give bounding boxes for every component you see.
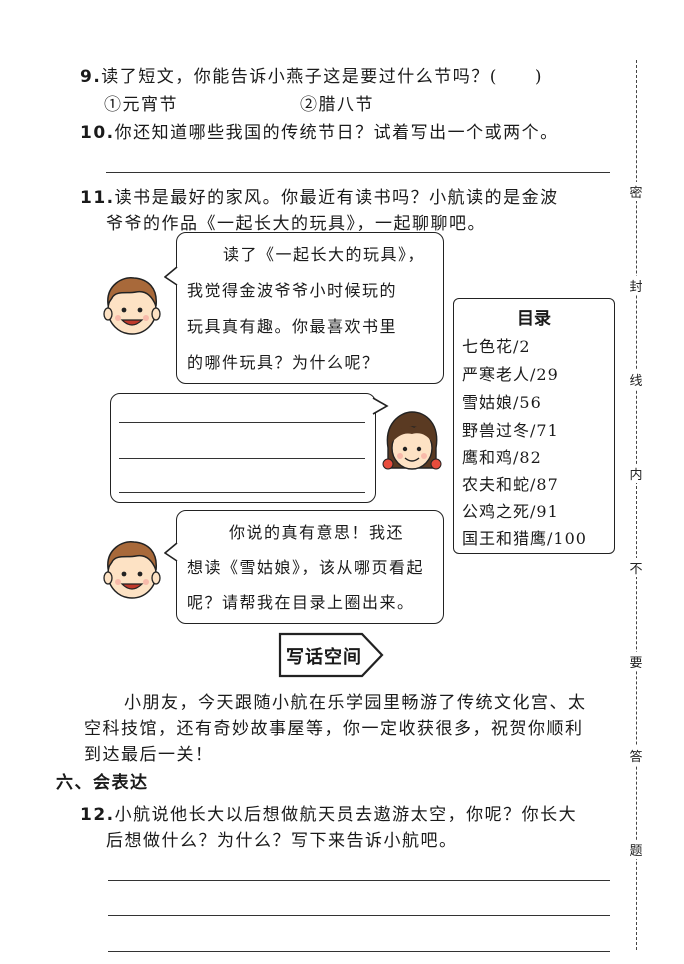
writing-space-badge-frame — [278, 632, 384, 678]
answer-line-q12-1[interactable] — [108, 880, 610, 881]
answer-bubble — [110, 393, 376, 503]
boy-avatar-icon — [103, 541, 161, 599]
question-9-option-2[interactable]: ②腊八节 — [300, 95, 374, 115]
question-9-number: 9. — [80, 67, 102, 87]
answer-line-3[interactable] — [119, 492, 365, 493]
answer-line-1[interactable] — [119, 422, 365, 423]
margin-char-da: 答 — [628, 746, 644, 765]
toc-item[interactable]: 野兽过冬/71 — [462, 421, 559, 440]
question-12-line-1: 小航说他长大以后想做航天员去遨游太空，你呢？你长大 — [114, 805, 578, 825]
question-11-line-1: 读书是最好的家风。你最近有读书吗？小航读的是金波 — [114, 188, 559, 208]
question-9: 9.读了短文，你能告诉小燕子这是要过什么节吗？( ) — [80, 62, 543, 87]
question-12: 12.小航说他长大以后想做航天员去遨游太空，你呢？你长大 — [80, 800, 577, 825]
bubble-1-tail — [164, 266, 178, 286]
question-12-number: 12. — [80, 805, 115, 825]
answer-line-q12-2[interactable] — [108, 915, 610, 916]
question-10-number: 10. — [80, 123, 115, 143]
toc-item[interactable]: 严寒老人/29 — [462, 365, 559, 384]
question-11-line-2: 爷爷的作品《一起长大的玩具》，一起聊聊吧。 — [106, 214, 486, 234]
answer-line-2[interactable] — [119, 458, 365, 459]
toc-item[interactable]: 七色花/2 — [462, 337, 531, 356]
question-10-text: 你还知道哪些我国的传统节日？试着写出一个或两个。 — [114, 123, 559, 143]
speech-bubble-2: 你说的真有意思！我还 想读《雪姑娘》，该从哪页看起 呢？请帮我在目录上圈出来。 — [176, 510, 444, 624]
girl-avatar-icon — [382, 411, 442, 470]
margin-char-nei: 内 — [628, 464, 644, 483]
bubble-1-line-4: 的哪件玩具？为什么呢？ — [187, 353, 380, 372]
bubble-3-line-2: 想读《雪姑娘》，该从哪页看起 — [187, 558, 425, 577]
answer-bubble-tail — [372, 397, 389, 415]
writing-space-line-2: 空科技馆，还有奇妙故事屋等，你一定收获很多，祝贺你顺利 — [84, 719, 584, 739]
seal-line — [636, 60, 637, 950]
question-11: 11.读书是最好的家风。你最近有读书吗？小航读的是金波 — [80, 183, 559, 208]
bubble-1-line-3: 玩具真有趣。你最喜欢书里 — [187, 317, 398, 336]
margin-char-xian: 线 — [628, 370, 644, 389]
toc-item[interactable]: 鹰和鸡/82 — [462, 448, 542, 467]
bubble-3-line-3: 呢？请帮我在目录上圈出来。 — [187, 593, 415, 612]
toc-item[interactable]: 雪姑娘/56 — [462, 393, 542, 412]
margin-char-ti: 题 — [628, 840, 644, 859]
toc-title: 目录 — [517, 309, 551, 329]
margin-char-yao: 要 — [628, 652, 644, 671]
toc-item[interactable]: 国王和猎鹰/100 — [462, 529, 587, 548]
boy-avatar-icon — [103, 277, 161, 335]
writing-space-line-1: 小朋友，今天跟随小航在乐学园里畅游了传统文化宫、太 — [124, 693, 587, 713]
question-11-number: 11. — [80, 188, 115, 208]
writing-space-label: 写话空间 — [286, 647, 362, 668]
answer-line-q12-3[interactable] — [108, 951, 610, 952]
question-9-text: 读了短文，你能告诉小燕子这是要过什么节吗？( ) — [101, 67, 544, 87]
bubble-1-line-1: 读了《一起长大的玩具》， — [223, 245, 426, 264]
margin-char-mi: 密 — [628, 182, 644, 201]
writing-space-line-3: 到达最后一关！ — [84, 745, 214, 765]
speech-bubble-1: 读了《一起长大的玩具》， 我觉得金波爷爷小时候玩的 玩具真有趣。你最喜欢书里 的… — [176, 232, 444, 384]
bubble-1-line-2: 我觉得金波爷爷小时候玩的 — [187, 281, 398, 300]
bubble-3-tail — [164, 542, 178, 562]
section-6-heading: 六、会表达 — [56, 773, 149, 793]
toc-item[interactable]: 农夫和蛇/87 — [462, 475, 559, 494]
toc-item[interactable]: 公鸡之死/91 — [462, 502, 559, 521]
margin-char-feng: 封 — [628, 276, 644, 295]
question-12-line-2: 后想做什么？为什么？写下来告诉小航吧。 — [106, 831, 458, 851]
question-10: 10.你还知道哪些我国的传统节日？试着写出一个或两个。 — [80, 118, 559, 143]
bubble-3-line-1: 你说的真有意思！我还 — [229, 523, 405, 542]
answer-line-q10[interactable] — [106, 172, 610, 173]
question-9-option-1[interactable]: ①元宵节 — [104, 95, 178, 115]
margin-char-bu: 不 — [628, 558, 644, 577]
table-of-contents: 目录 七色花/2 严寒老人/29 雪姑娘/56 野兽过冬/71 鹰和鸡/82 农… — [453, 298, 615, 554]
